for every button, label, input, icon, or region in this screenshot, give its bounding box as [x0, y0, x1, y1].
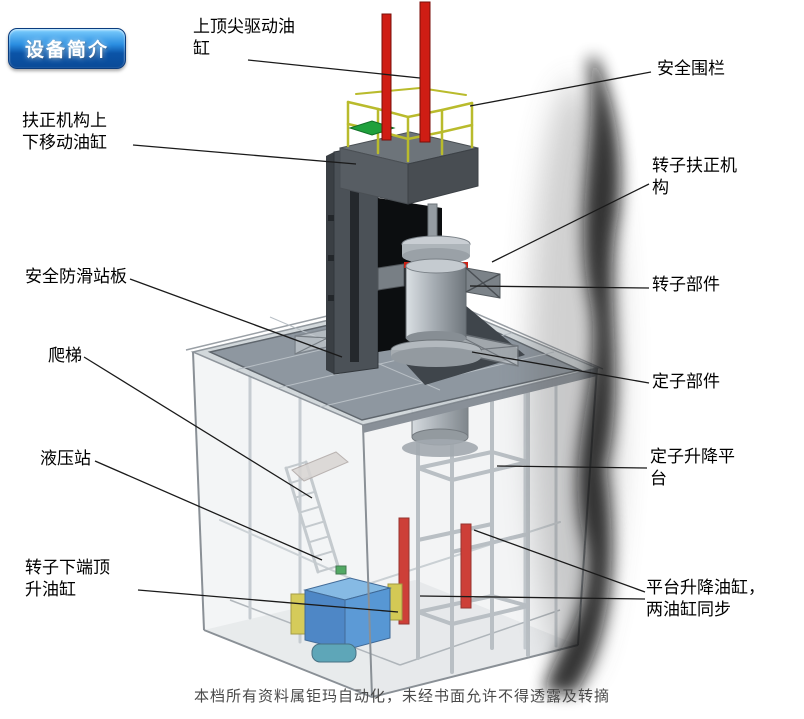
label-ladder: 爬梯: [48, 346, 82, 365]
leader-platform-lift-a: [473, 529, 646, 593]
leader-top-drive-cylinder: [247, 59, 421, 79]
label-stator-lift-platform: 定子升降平 台: [650, 447, 735, 489]
section-badge: 设备简介: [8, 28, 127, 69]
label-hydraulic-station: 液压站: [40, 449, 91, 468]
leader-anti-slip-board: [129, 278, 343, 358]
leader-ladder: [83, 356, 313, 499]
leader-stator-part: [471, 351, 650, 384]
leader-platform-lift-b: [419, 595, 646, 600]
label-rotor-part: 转子部件: [652, 275, 720, 294]
leader-centering-move-cylinder: [132, 144, 357, 165]
label-stator-part: 定子部件: [652, 372, 720, 391]
leader-safety-fence: [469, 71, 652, 107]
drive-cylinder-rods: [381, 1, 431, 143]
interior-slab: [291, 451, 349, 482]
label-safety-fence: 安全围栏: [657, 59, 725, 78]
label-rotor-bottom-jack: 转子下端顶 升油缸: [25, 558, 110, 600]
label-anti-slip-board: 安全防滑站板: [25, 267, 127, 286]
watermark-text: 本档所有资料属钜玛自动化，未经书面允许不得透露及转摘: [193, 688, 610, 705]
label-rotor-centering-mech: 转子扶正机 构: [652, 156, 737, 198]
label-centering-move-cylinder: 扶正机构上 下移动油缸: [22, 111, 107, 153]
label-platform-lift-cylinders: 平台升降油缸， 两油缸同步: [646, 578, 765, 620]
rotor-assembly: [377, 203, 501, 367]
leader-hydraulic-station: [94, 460, 323, 561]
leader-stator-lift-platform: [496, 465, 648, 469]
leader-rotor-bottom-jack: [137, 589, 399, 613]
lift-cylinders: [398, 517, 472, 625]
leader-lines: [83, 59, 652, 613]
shadow-smear: [529, 58, 621, 694]
leader-rotor-part: [469, 285, 650, 289]
label-top-drive-cylinder: 上顶尖驱动油 缸: [193, 17, 295, 59]
leader-rotor-centering-mech: [491, 183, 650, 263]
